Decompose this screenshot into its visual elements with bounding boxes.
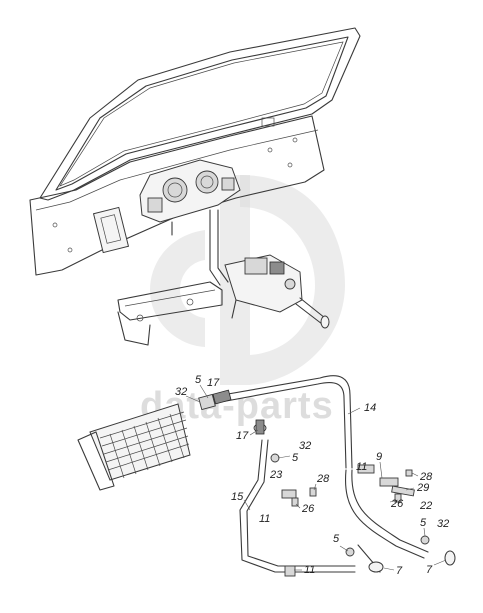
callout-5d: 5 <box>333 533 340 545</box>
hose-14 <box>204 375 353 469</box>
callout-15: 15 <box>231 491 244 503</box>
heater-control-unit <box>224 254 330 329</box>
frame-cross-member <box>117 281 223 346</box>
callout-28b: 28 <box>419 471 433 483</box>
callout-26a: 26 <box>301 503 315 515</box>
upper-heater-pipe <box>171 209 229 286</box>
heater-radiator <box>77 403 191 491</box>
callout-26b: 26 <box>390 498 404 510</box>
callout-11b: 11 <box>356 461 367 473</box>
callout-29: 29 <box>416 482 429 494</box>
callout-11c: 11 <box>304 564 315 576</box>
callout-17: 17 <box>207 377 220 389</box>
callout-14: 14 <box>364 402 376 414</box>
callout-7a: 7 <box>396 565 403 577</box>
dashboard-panel <box>29 115 325 276</box>
callout-23: 23 <box>269 469 283 481</box>
callout-32c: 32 <box>437 518 449 530</box>
callout-22: 22 <box>419 500 432 512</box>
callout-5: 5 <box>195 374 202 386</box>
callout-11a: 11 <box>259 513 270 525</box>
callout-32: 32 <box>175 386 187 398</box>
callout-17b: 17 <box>236 430 249 442</box>
callouts: 5 17 32 14 17 32 5 23 28 15 11 26 11 9 2… <box>175 374 449 577</box>
callout-9: 9 <box>376 451 382 463</box>
instrument-cluster <box>139 159 241 223</box>
callout-5b: 5 <box>292 452 299 464</box>
callout-28a: 28 <box>316 473 330 485</box>
callout-7b: 7 <box>426 564 433 576</box>
callout-5c: 5 <box>420 517 427 529</box>
callout-32b: 32 <box>299 440 311 452</box>
fittings <box>198 389 456 577</box>
